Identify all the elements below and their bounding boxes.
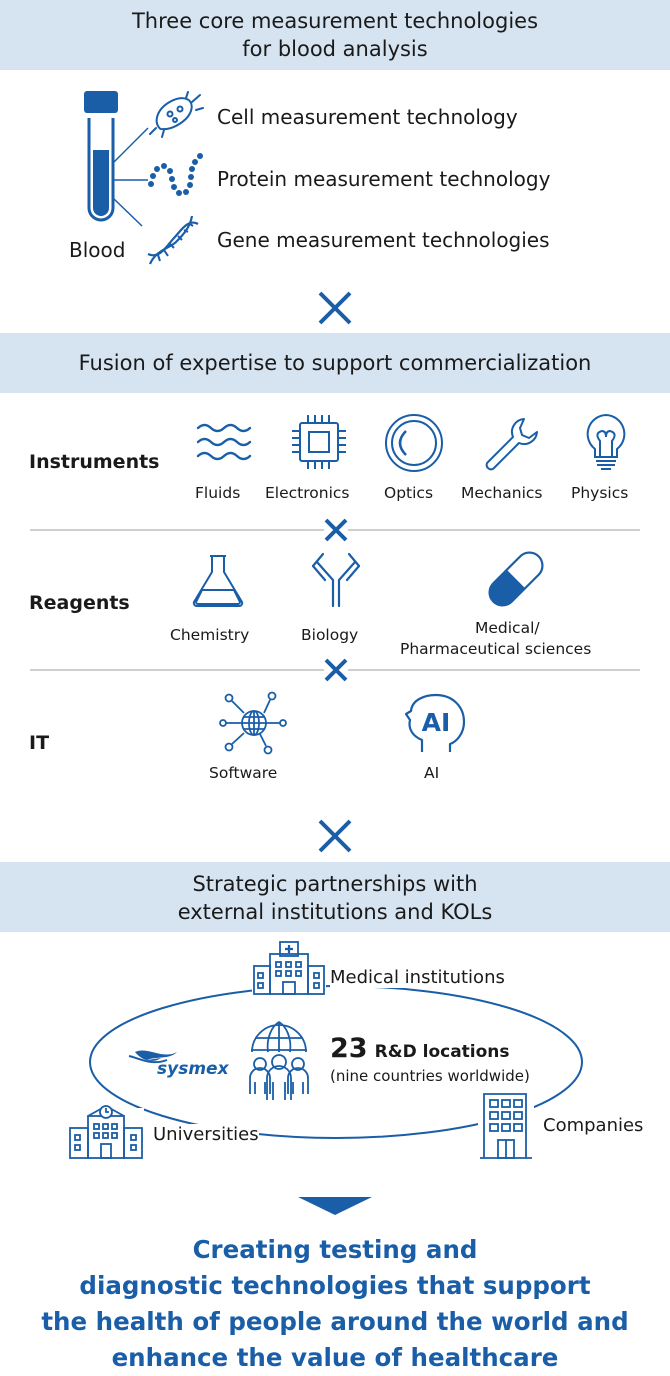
university-icon (68, 1104, 144, 1160)
software-network-icon (219, 691, 287, 755)
rd-text: R&D locations (374, 1042, 510, 1062)
test-tube-icon (84, 91, 149, 227)
dna-icon (147, 215, 199, 265)
section1-title-line2: for blood analysis (242, 37, 428, 61)
multiply-icon-2 (318, 819, 352, 853)
medical-institutions-label: Medical institutions (330, 967, 505, 988)
lightbulb-icon (586, 413, 626, 470)
section2-title: Fusion of expertise to support commercia… (78, 351, 592, 375)
ai-icon-text: AI (422, 708, 451, 737)
bacterium-icon (149, 91, 204, 138)
section3-title-line1: Strategic partnerships with (192, 872, 478, 896)
tech-gene-label: Gene measurement technologies (217, 228, 550, 252)
companies-label: Companies (543, 1115, 644, 1136)
final-line-3: the health of people around the world an… (41, 1307, 629, 1336)
chip-icon (292, 415, 346, 469)
hospital-icon (252, 940, 326, 996)
section3-title-line2: external institutions and KOLs (177, 900, 493, 924)
section1-header: Three core measurement technologies for … (0, 0, 670, 70)
multiply-icon-1 (318, 291, 352, 325)
blood-label: Blood (69, 238, 126, 262)
item-biology: Biology (301, 626, 359, 644)
section2-header: Fusion of expertise to support commercia… (0, 333, 670, 393)
antibody-icon (311, 552, 361, 608)
final-line-2: diagnostic technologies that support (79, 1271, 591, 1300)
company-building-icon (478, 1090, 534, 1160)
item-medical-line1: Medical/ (475, 619, 540, 637)
item-electronics: Electronics (265, 484, 350, 502)
item-mechanics: Mechanics (461, 484, 543, 502)
flask-icon (192, 555, 244, 607)
row-title-instruments: Instruments (29, 451, 160, 473)
waves-icon (196, 423, 252, 461)
final-statement: Creating testing and diagnostic technolo… (0, 1232, 670, 1376)
wrench-icon (485, 418, 538, 471)
tech-cell-label: Cell measurement technology (217, 105, 518, 129)
sysmex-logo: sysmex (128, 1050, 230, 1079)
tech-protein-label: Protein measurement technology (217, 167, 551, 191)
item-pharma-line2: Pharmaceutical sciences (400, 640, 592, 658)
item-software: Software (209, 764, 278, 782)
item-fluids: Fluids (195, 484, 241, 502)
rd-subtext: (nine countries worldwide) (330, 1067, 530, 1085)
multiply-icon-small-2 (324, 658, 348, 682)
section1-title-line1: Three core measurement technologies (131, 9, 539, 33)
row-title-reagents: Reagents (29, 592, 130, 614)
final-line-1: Creating testing and (192, 1235, 478, 1264)
universities-label: Universities (153, 1124, 259, 1145)
item-chemistry: Chemistry (170, 626, 250, 644)
row-title-it: IT (29, 732, 50, 754)
final-line-4: enhance the value of healthcare (111, 1343, 559, 1372)
item-optics: Optics (384, 484, 434, 502)
rd-number: 23 (330, 1033, 368, 1064)
globe-people-icon (249, 1020, 309, 1100)
section3-header: Strategic partnerships with external ins… (0, 862, 670, 932)
item-ai: AI (424, 764, 440, 782)
capsule-icon (488, 551, 544, 607)
sysmex-logo-text: sysmex (157, 1059, 230, 1079)
lens-icon (385, 414, 443, 472)
rd-locations: 23 R&D locations (330, 1033, 510, 1064)
ai-head-icon: AI (404, 693, 466, 752)
protein-chain-icon (148, 153, 203, 196)
item-physics: Physics (571, 484, 629, 502)
down-arrow-icon (298, 1197, 372, 1215)
multiply-icon-small-1 (324, 518, 348, 542)
